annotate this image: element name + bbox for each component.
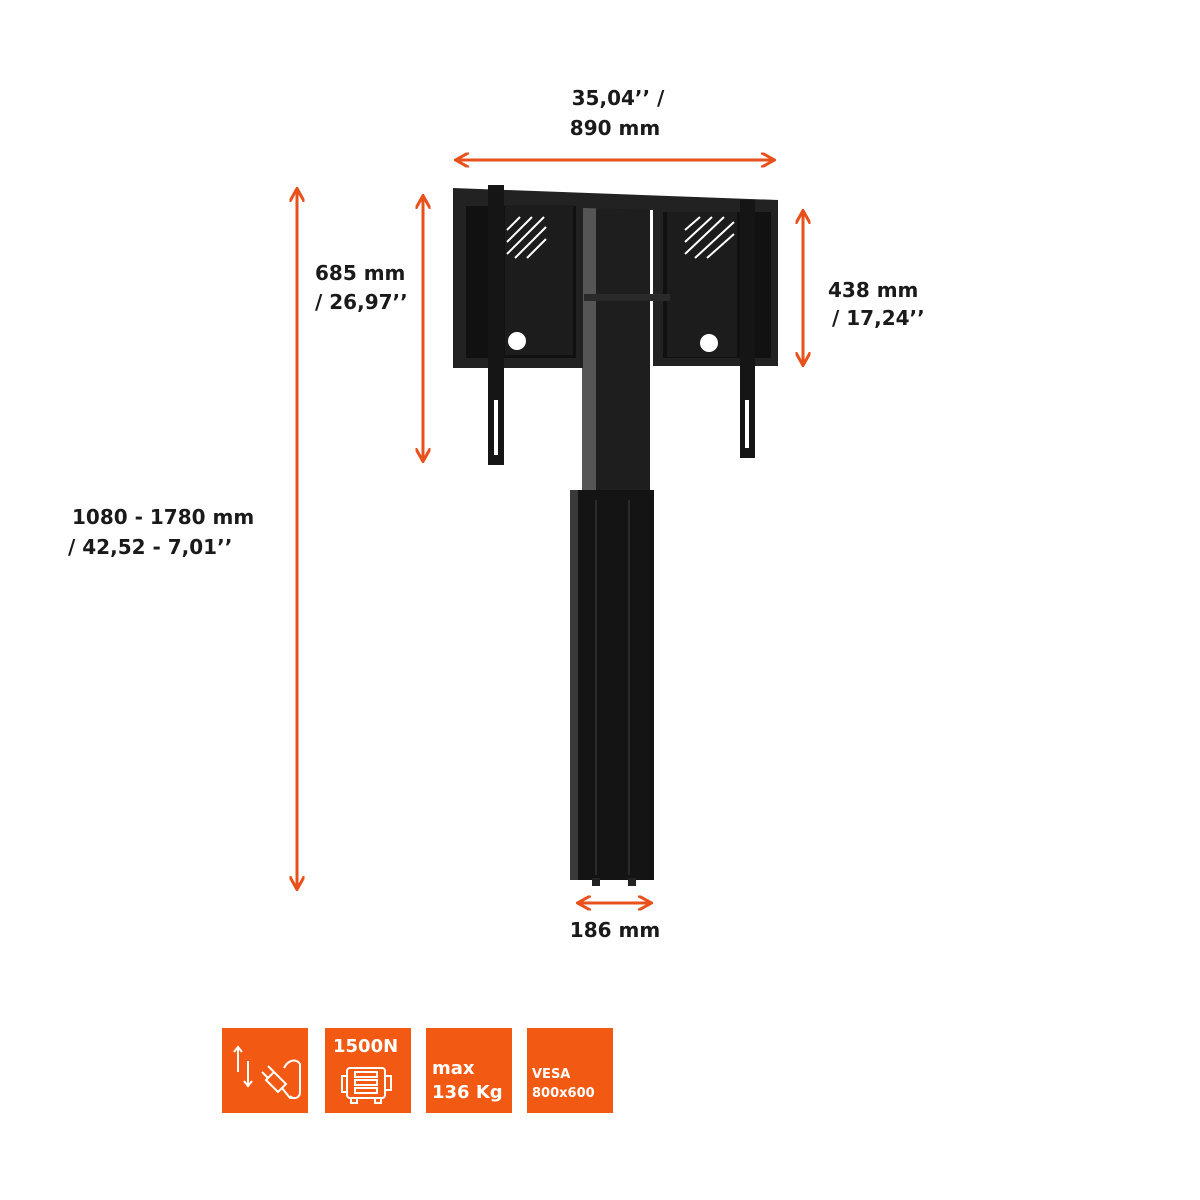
lift-force-label: 1500N [333,1036,399,1057]
panel-height-label-mm: 438 mm [828,278,919,302]
bracket-height-label-inch: / 26,97’’ [315,290,408,314]
motor-up-down-plug-icon [233,1045,301,1100]
max-load-line1: max [432,1058,475,1079]
bracket-height-label-mm: 685 mm [315,261,406,285]
badge-max-load: max 136 Kg [426,1028,512,1113]
total-height-label-mm: 1080 - 1780 mm [72,505,255,529]
vesa-line1: VESA [532,1067,571,1082]
badge-vesa: VESA 800x600 [527,1028,613,1113]
max-load-line2: 136 Kg [432,1082,503,1103]
lift-column [570,200,654,886]
badge-lift-force: 1500N [325,1028,411,1113]
column-width-label: 186 mm [569,918,661,942]
width-label-inch: 35,04’’ / [571,86,665,110]
badge-electric-height-adjust [222,1028,308,1113]
motor-icon [341,1067,392,1104]
total-height-label-inch: / 42,52 - 7,01’’ [68,535,233,559]
wall-mount-frame [453,185,778,465]
width-label-mm: 890 mm [569,116,661,140]
panel-height-label-inch: / 17,24’’ [832,306,925,330]
vesa-line2: 800x600 [532,1086,595,1101]
